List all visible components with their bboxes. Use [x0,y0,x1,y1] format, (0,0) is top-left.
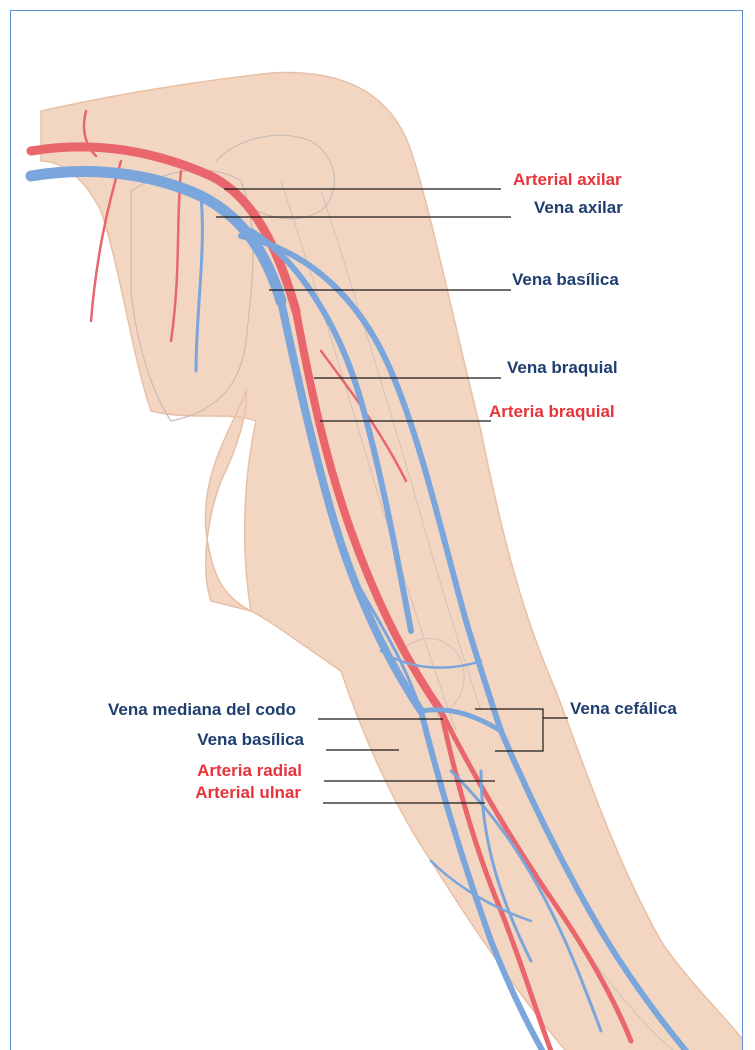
label-vena-mediana-del-codo: Vena mediana del codo [108,700,296,720]
label-arteria-radial: Arteria radial [197,761,302,781]
diagram-frame: Arterial axilar Vena axilar Vena basílic… [10,10,743,1050]
label-vena-cefalica: Vena cefálica [570,699,677,719]
label-arterial-ulnar: Arterial ulnar [195,783,301,803]
label-vena-braquial: Vena braquial [507,358,618,378]
label-arterial-axilar: Arterial axilar [513,170,622,190]
arm-silhouette [41,73,743,1050]
label-vena-basilica-bottom: Vena basílica [197,730,304,750]
label-vena-axilar: Vena axilar [534,198,623,218]
label-vena-basilica-top: Vena basílica [512,270,619,290]
label-arteria-braquial: Arteria braquial [489,402,615,422]
arm-vascular-illustration [11,11,743,1050]
